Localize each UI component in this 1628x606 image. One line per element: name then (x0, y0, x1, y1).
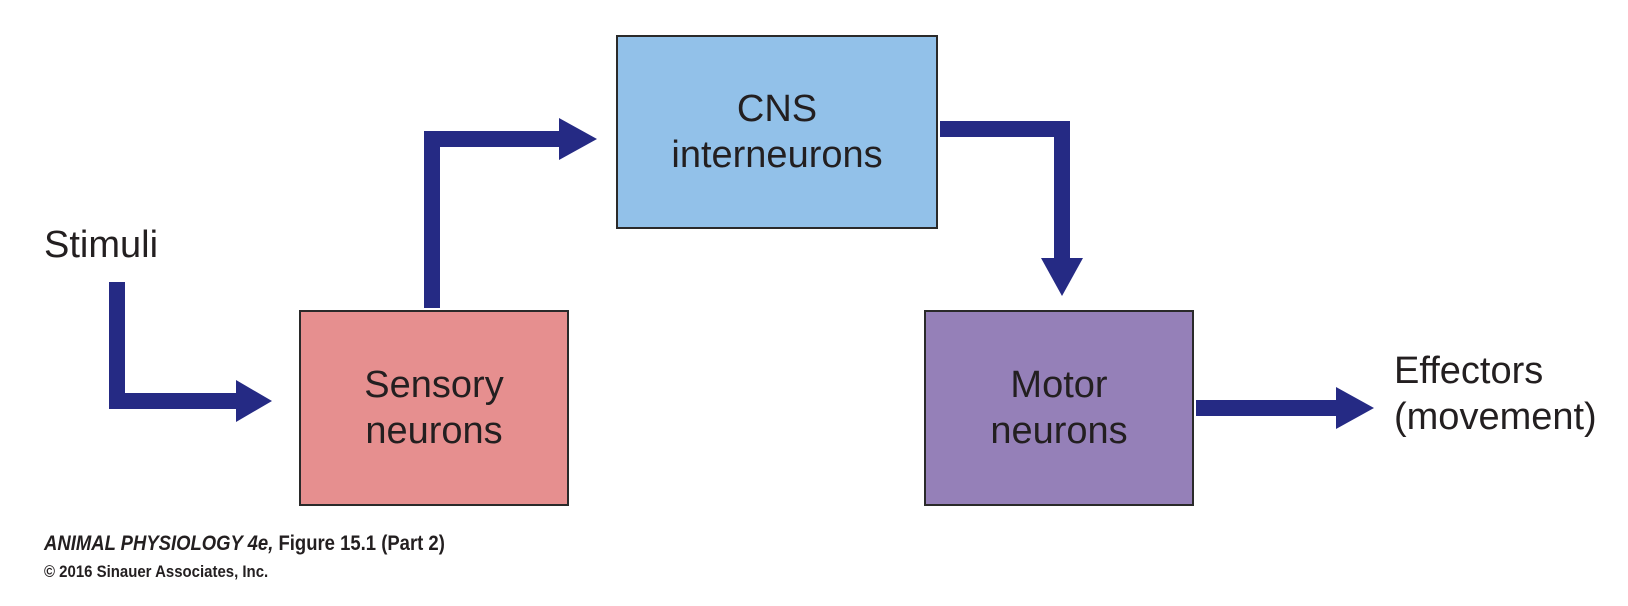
arrowhead-cns-to-motor (1041, 258, 1083, 296)
figure-caption: ANIMAL PHYSIOLOGY 4e, Figure 15.1 (Part … (44, 532, 445, 556)
arrowhead-stimuli-to-sensory (236, 380, 272, 422)
effectors-label-line2: (movement) (1394, 396, 1597, 438)
arrowhead-motor-to-effectors (1336, 387, 1374, 429)
caption-figure-number: Figure 15.1 (Part 2) (278, 532, 445, 555)
cns-interneurons-line2: interneurons (671, 134, 883, 176)
cns-interneurons-line1: CNS (736, 88, 818, 130)
sensory-neurons-line2: neurons (365, 410, 503, 452)
stimuli-label: Stimuli (44, 224, 159, 266)
sensory-neurons-line1: Sensory (364, 364, 504, 406)
arrowhead-sensory-to-cns (559, 118, 597, 160)
motor-neurons-line2: neurons (990, 410, 1128, 452)
arrow-cns-to-motor (940, 121, 1070, 262)
caption-book-title: ANIMAL PHYSIOLOGY 4e, (44, 532, 274, 555)
effectors-label: Effectors (movement) (1394, 348, 1597, 440)
sensory-neurons-box: Sensory neurons (299, 310, 569, 506)
effectors-label-line1: Effectors (1394, 350, 1544, 392)
cns-interneurons-box: CNS interneurons (616, 35, 938, 229)
arrow-stimuli-to-sensory (109, 282, 240, 409)
motor-neurons-line1: Motor (1010, 364, 1108, 406)
arrow-sensory-to-cns (424, 131, 563, 308)
motor-neurons-box: Motor neurons (924, 310, 1194, 506)
copyright-notice: © 2016 Sinauer Associates, Inc. (44, 562, 269, 581)
